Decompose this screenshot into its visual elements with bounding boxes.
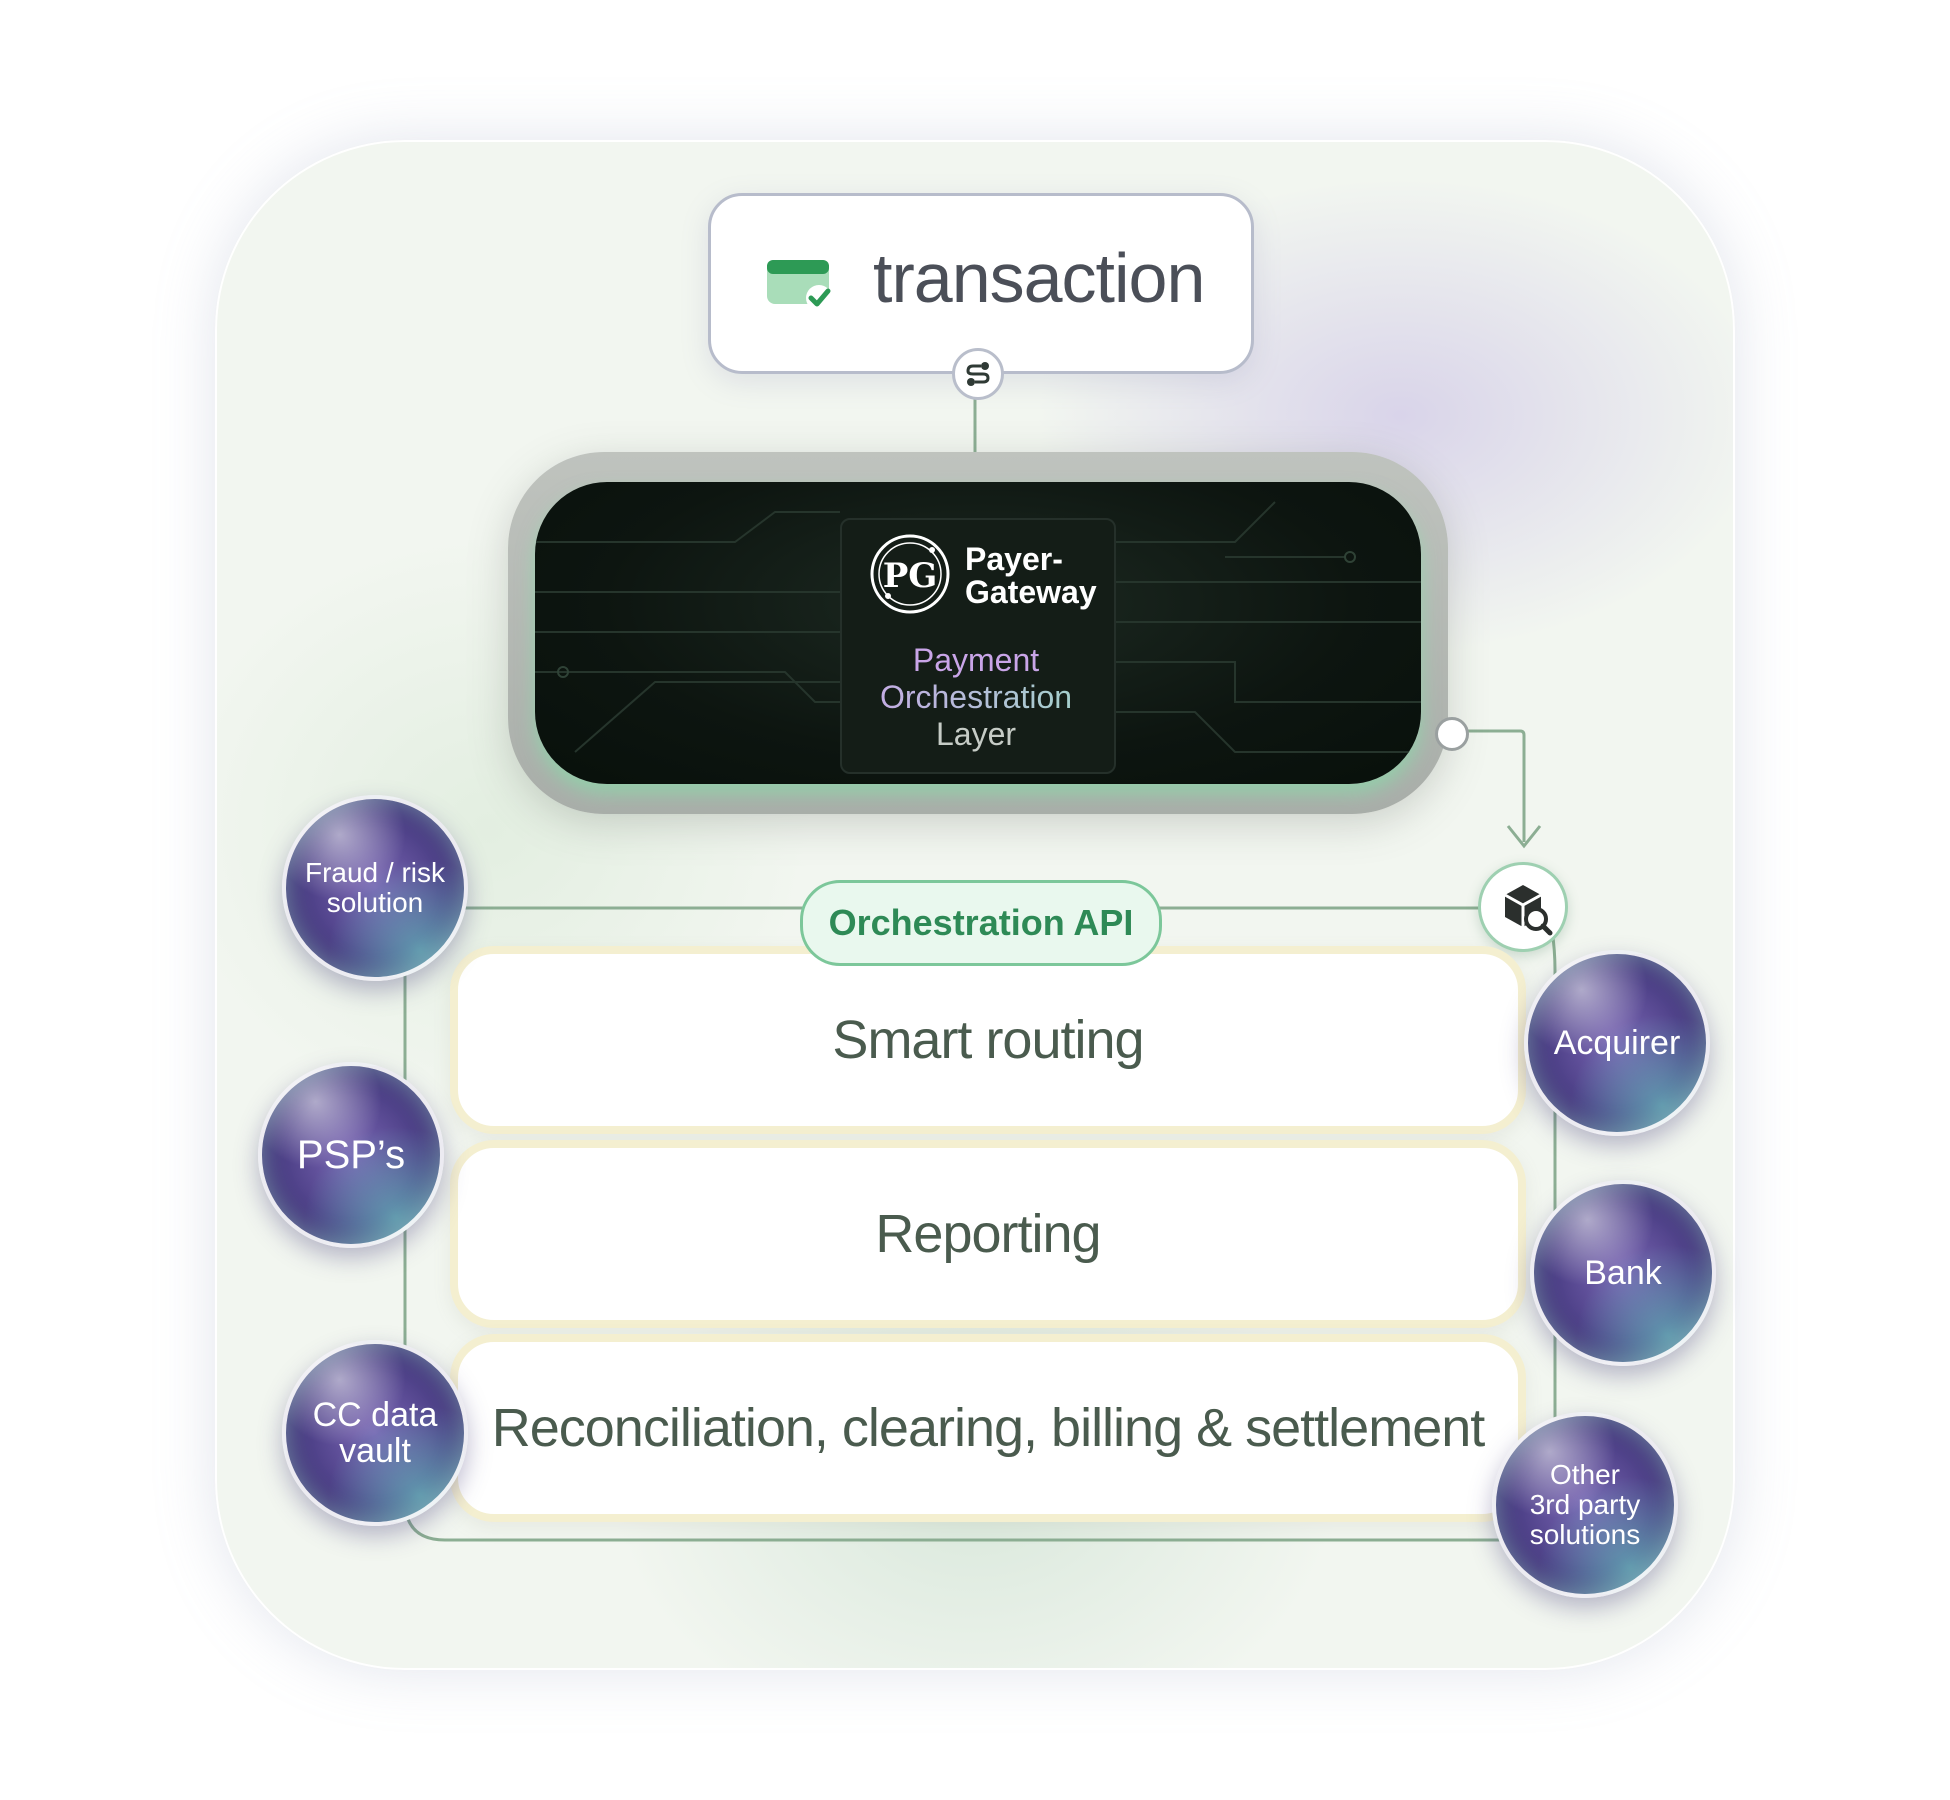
transaction-label: transaction	[873, 239, 1205, 317]
node-acquirer: Acquirer	[1524, 950, 1710, 1136]
chip-core	[840, 518, 1116, 774]
layer-title-line2: Orchestration	[840, 679, 1112, 716]
node-cc-vault-line2: vault	[339, 1432, 411, 1470]
brand-name-line1: Payer-	[965, 541, 1063, 577]
node-other-line1: Other	[1549, 1459, 1620, 1490]
node-acquirer-label: Acquirer	[1553, 1023, 1681, 1062]
card-check-icon	[767, 260, 832, 311]
node-fraud-risk-line1: Fraud / risk	[304, 857, 446, 888]
node-bank: Bank	[1530, 1180, 1716, 1366]
node-cc-data-vault: CC data vault	[282, 1340, 468, 1526]
arrow-head	[1506, 825, 1542, 849]
node-psps: PSP’s	[258, 1062, 444, 1248]
orchestration-api-pill: Orchestration API	[800, 880, 1162, 966]
node-psps-label: PSP’s	[296, 1132, 406, 1177]
chip-to-box-line	[1462, 729, 1526, 842]
service-smart-routing: Smart routing	[450, 946, 1526, 1134]
node-other-line2: 3rd party	[1529, 1489, 1641, 1520]
svg-text:PG: PG	[883, 556, 938, 596]
box-search-icon	[1478, 862, 1568, 952]
node-fraud-risk: Fraud / risk solution	[282, 795, 468, 981]
circuit-traces	[535, 501, 1421, 753]
node-other-line3: solutions	[1529, 1519, 1641, 1550]
node-fraud-risk-line2: solution	[326, 887, 424, 918]
layer-title: Payment Orchestration Layer	[840, 642, 1112, 753]
layer-title-line3: Layer	[935, 716, 1017, 752]
brand-name-line2: Gateway	[965, 574, 1097, 610]
node-bank-label: Bank	[1584, 1253, 1662, 1292]
node-cc-vault-line1: CC data	[312, 1396, 438, 1434]
service-reporting: Reporting	[450, 1140, 1526, 1328]
layer-title-line1: Payment	[912, 642, 1040, 678]
node-other-3rd-party: Other 3rd party solutions	[1492, 1412, 1678, 1598]
route-icon	[952, 348, 1004, 400]
service-reconciliation: Reconciliation, clearing, billing & sett…	[450, 1334, 1526, 1522]
chip-output-port	[1435, 717, 1469, 751]
transaction-card: transaction	[708, 193, 1254, 374]
pg-circuit-logo: PG	[870, 534, 950, 614]
